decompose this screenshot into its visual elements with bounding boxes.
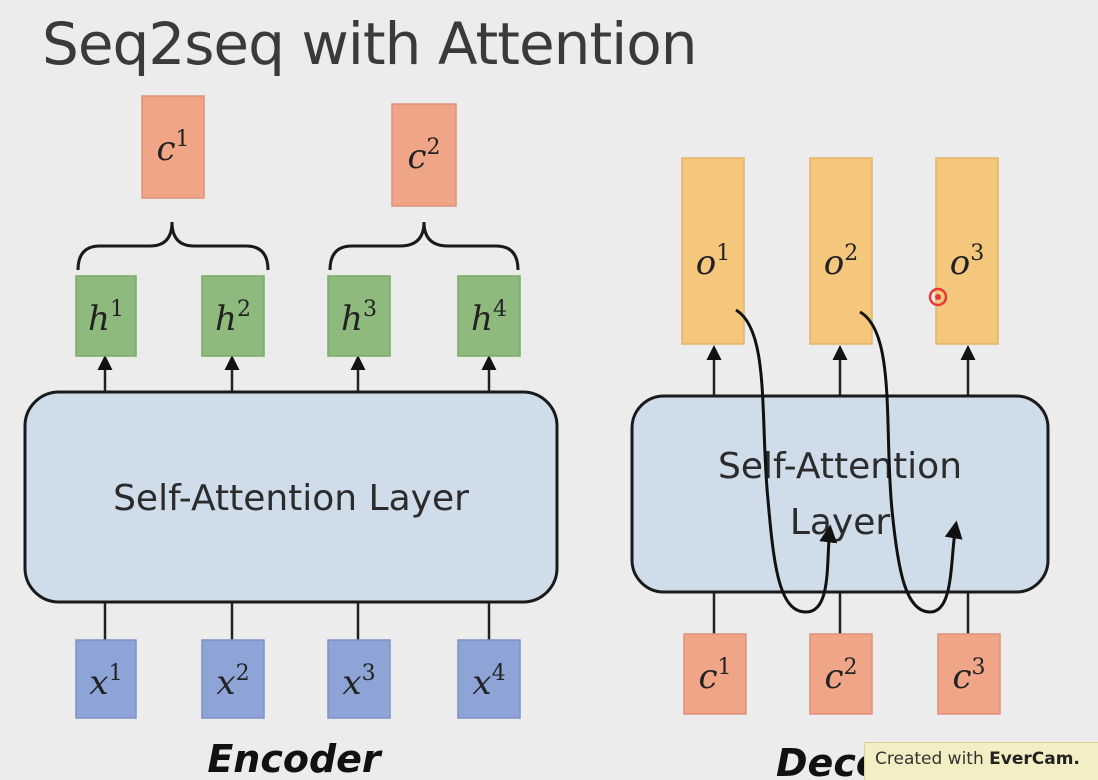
watermark-prefix: Created with [875,749,990,769]
encoder-hidden-h4: h4 [457,275,521,357]
decoder-output-o3: o3 [935,157,999,345]
decoder-input-c1: c1 [683,633,747,715]
presenter-cursor-icon [928,287,948,307]
encoder-input-connectors [103,602,491,640]
svg-text:c1: c1 [156,127,189,169]
svg-text:c3: c3 [952,655,985,697]
encoder-caption: Encoder [207,737,383,780]
decoder-output-arrows [706,345,976,396]
svg-text:x4: x4 [472,661,505,703]
svg-text:x3: x3 [342,661,375,703]
encoder-self-attention-layer [23,390,559,604]
svg-text:h4: h4 [471,297,507,339]
decoder-self-attention-layer [630,394,1050,594]
encoder-hidden-h1: h1 [75,275,137,357]
decoder-input-connectors [712,592,970,634]
svg-text:c1: c1 [698,655,731,697]
svg-text:h2: h2 [215,297,251,339]
page-title: Seq2seq with Attention [42,10,698,78]
decoder-input-c3: c3 [937,633,1001,715]
brace-h1-h2 [76,221,270,271]
svg-text:h3: h3 [341,297,377,339]
svg-text:x2: x2 [216,661,249,703]
svg-text:c2: c2 [824,655,857,697]
svg-text:c2: c2 [407,135,440,177]
svg-text:x1: x1 [89,661,122,703]
encoder-hidden-h3: h3 [327,275,391,357]
feedback-curve-o1-to-c2 [735,308,838,614]
watermark-brand: EverCam. [989,749,1080,769]
encoder-input-x3: x3 [327,639,391,719]
encoder-layer-label: Self-Attention Layer [113,478,469,519]
decoder-layer-label-line1: Self-Attention [718,446,962,487]
svg-text:o1: o1 [696,241,730,283]
encoder-context-c1: c1 [141,95,205,199]
decoder-input-c2: c2 [809,633,873,715]
encoder-input-x2: x2 [201,639,265,719]
feedback-curve-o2-to-c3 [859,310,963,614]
brace-h3-h4 [328,221,520,271]
decoder-layer-label-line2: Layer [790,502,891,543]
encoder-output-arrows [97,355,497,392]
decoder-output-o1: o1 [681,157,745,345]
watermark: Created with EverCam. [864,742,1098,780]
svg-text:h1: h1 [88,297,124,339]
encoder-hidden-h2: h2 [201,275,265,357]
encoder-input-x1: x1 [75,639,137,719]
svg-text:o2: o2 [824,241,858,283]
encoder-context-c2: c2 [391,103,457,207]
svg-text:o3: o3 [950,241,984,283]
decoder-output-o2: o2 [809,157,873,345]
encoder-input-x4: x4 [457,639,521,719]
